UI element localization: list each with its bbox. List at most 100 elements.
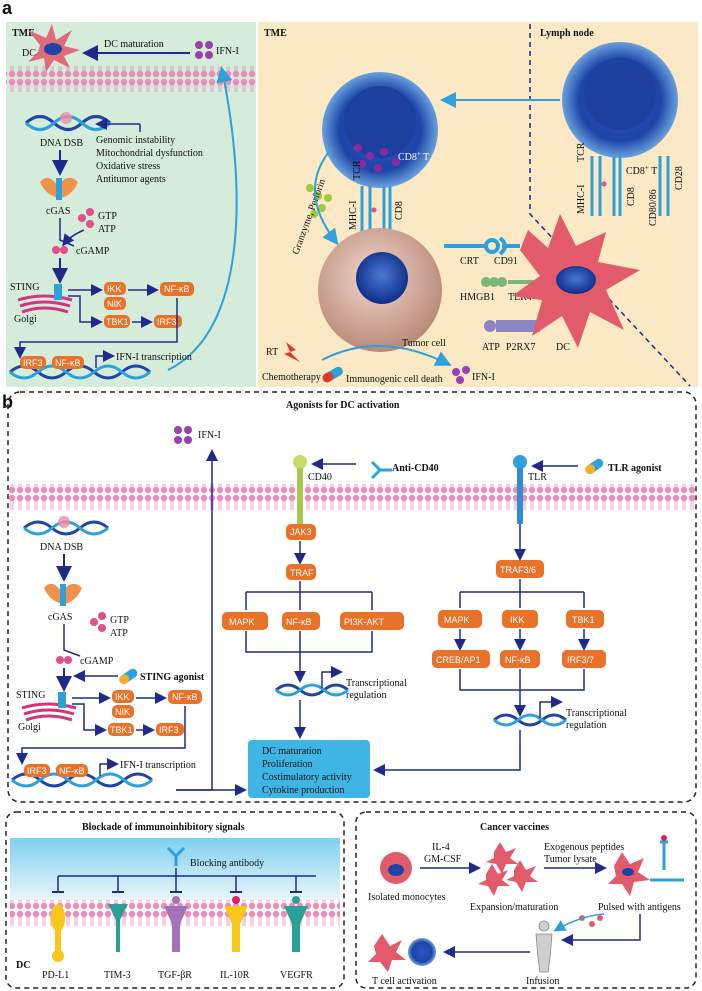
irf3-pill-left-b: [20, 356, 46, 369]
membrane-b: [8, 484, 696, 510]
infusion-cells-icon: [579, 915, 603, 927]
cgas-cgamp-arrow-b: [63, 624, 81, 657]
ikk-label-left: IKK: [107, 284, 122, 294]
ifn-transcription-label-b: IFN-I transcription: [120, 760, 196, 771]
p2rx7-icon: [484, 320, 540, 332]
mhc-label-left: MHC-I: [348, 201, 359, 230]
cgamp-icon-b: [56, 656, 72, 664]
panel-b-title: Agonists for DC activation: [286, 400, 400, 411]
tlr-stem: [517, 468, 523, 524]
atp-label-b: ATP: [110, 628, 128, 639]
ifn-label-left: IFN-I: [216, 46, 239, 57]
transcription-arrow-mid: [321, 666, 343, 688]
pulsed-label: Pulsed with antigens: [598, 902, 681, 913]
right-to-outcomes-arrow: [373, 730, 521, 776]
monocyte-icon: [380, 852, 412, 884]
icd-ifn-arrow: [321, 345, 452, 366]
sting-icon: [54, 284, 62, 300]
nfkb-pill-b: [168, 690, 202, 704]
irf3-pill-left: [154, 315, 182, 328]
pulsed-to-infusion-arrow: [561, 914, 641, 946]
atp-label-left: ATP: [98, 224, 116, 235]
tlr4-label: TLR4: [508, 292, 532, 303]
nik-pill-b: [112, 705, 134, 718]
sting-label-b: STING: [16, 690, 45, 701]
human-figure-icon: [535, 920, 553, 973]
blocking-antibody-label: Blocking antibody: [190, 858, 264, 869]
outcomes-box: [248, 740, 370, 798]
to-nucleus-connector-b: [16, 706, 186, 765]
ikk-label-b: IKK: [115, 692, 130, 702]
tbk1-label-b: TBK1: [110, 725, 133, 735]
ifn-label-b: IFN-I: [198, 430, 221, 441]
crt-cd91-icon: [444, 236, 520, 256]
cd91-label: CD91: [494, 256, 518, 267]
tumor-cell-nucleus: [356, 252, 408, 304]
nfkb-mid-pill: [282, 612, 320, 630]
infusion-label: Infusion: [526, 976, 559, 987]
cgamp-label-left: cGAMP: [76, 246, 110, 257]
transcriptional-r-1: Transcriptional: [566, 708, 627, 719]
cgas-label-b: cGAS: [48, 612, 72, 623]
ikk-pill-b: [112, 690, 134, 703]
lymph-node-label: Lymph node: [540, 28, 594, 39]
outcome-costimulatory: Costimulatory activity: [262, 772, 352, 783]
rt-label: RT: [266, 347, 278, 358]
nfkb-label-b-b: NF-κB: [59, 766, 85, 776]
ikk-pill-left: [104, 282, 126, 295]
cd80-label: CD80/86: [648, 189, 659, 226]
sting-agonist-label: STING agonist: [140, 672, 205, 683]
tcr-mhc-right-icon: [590, 156, 670, 216]
cgas-label-left: cGAS: [46, 206, 70, 217]
cd40-label: CD40: [308, 472, 332, 483]
irf37-label: IRF3/7: [567, 655, 594, 665]
cause-antitumor: Antitumor agents: [96, 174, 166, 185]
tbk1-r-pill: [566, 610, 604, 628]
cd28-label: CD28: [674, 166, 685, 190]
ikk-r-label: IKK: [510, 615, 525, 625]
blocking-antibody-icon: [166, 846, 186, 866]
cytokine-gmcsf: GM-CSF: [424, 854, 462, 865]
irf3-label-left-b: IRF3: [23, 358, 43, 368]
icd-label: Immunogenic cell death: [346, 374, 443, 385]
cd8-label-right: CD8: [626, 187, 637, 206]
dc-label-left: DC: [22, 48, 36, 59]
granule-dots-left: [354, 144, 400, 172]
receptor-tim3: TIM-3: [104, 970, 131, 981]
transcriptional-mid-1: Transcriptional: [346, 678, 407, 689]
dc-cell-icon: [28, 24, 80, 72]
dna-icon-mid: [275, 683, 349, 697]
gtp-atp-dots-icon: [78, 208, 94, 228]
blocking-lines: [57, 868, 316, 892]
golgi-icon-b: [21, 702, 77, 722]
tcell-activation-label: T cell activation: [372, 976, 437, 987]
pill-icon: [322, 366, 343, 383]
nfkb-r-label: NF-κB: [505, 655, 531, 665]
cd40-stem: [297, 468, 303, 524]
tim3-receptor-icon: [108, 904, 128, 952]
nfkb-label-b: NF-κB: [172, 692, 198, 702]
dc-cell-right: [512, 214, 640, 348]
gtp-label-left: GTP: [98, 211, 117, 222]
tlr-agonist-label: TLR agonist: [608, 463, 662, 474]
creb-pill: [432, 650, 490, 668]
dna-icon-right: [493, 713, 567, 727]
atp-label-right: ATP: [482, 342, 500, 353]
tumor-lysate-label: Tumor lysate: [544, 854, 597, 865]
to-nucleus-connector: [14, 298, 178, 359]
golgi-label-b: Golgi: [18, 722, 41, 733]
infusion-stream: [553, 913, 605, 932]
nik-label-left: NIK: [107, 299, 122, 309]
nfkb-pill-left-b: [52, 356, 84, 369]
outcome-dc-maturation: DC maturation: [262, 746, 322, 757]
cd8-t-cell-left-nucleus: [344, 86, 416, 158]
cd8-t-label-right: CD8+ T: [626, 164, 657, 177]
traf-branches: [245, 581, 373, 610]
vegfr-receptor-icon: [284, 896, 308, 952]
ifn-label-right: IFN-I: [472, 372, 495, 383]
tlr-label: TLR: [528, 472, 547, 483]
lymph-node-boundary: [529, 24, 691, 387]
transcriptional-r-2: regulation: [566, 720, 607, 731]
sting-agonist-pill-icon: [119, 668, 138, 685]
